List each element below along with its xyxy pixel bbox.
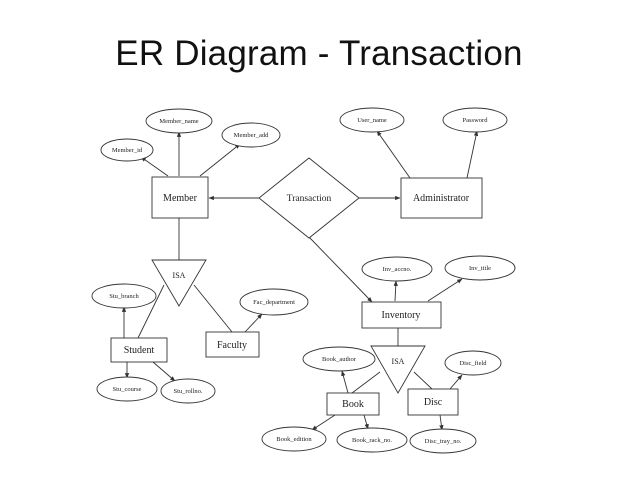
relationship-label: Transaction [287, 194, 332, 204]
isa-triangle [151, 259, 207, 307]
attribute-label: Password [463, 117, 489, 124]
attribute-ellipse [409, 428, 477, 454]
attribute-ellipse [160, 378, 216, 404]
attr-member-name: Member_name [145, 108, 213, 134]
isa-label: ISA [173, 271, 186, 280]
attribute-label: Book_edition [276, 436, 312, 443]
entity-label: Student [124, 345, 155, 356]
attribute-ellipse [145, 108, 213, 134]
attribute-ellipse [239, 288, 309, 316]
attr-book-author: Book_author [302, 346, 376, 372]
relationship-diamond [258, 157, 360, 239]
entity-inventory: Inventory [361, 301, 442, 329]
attribute-label: Member_name [159, 118, 198, 125]
edge-inventory-inv-title [427, 278, 463, 302]
attribute-ellipse [261, 426, 327, 452]
entity-label: Disc [424, 397, 443, 408]
entity-faculty: Faculty [205, 331, 260, 358]
attribute-ellipse [361, 256, 433, 282]
slide-title: ER Diagram - Transaction [115, 34, 523, 73]
entity-box [361, 301, 442, 329]
entity-label: Book [342, 399, 364, 410]
entity-disc: Disc [407, 388, 459, 416]
attribute-ellipse [91, 283, 157, 309]
attribute-label: Stu_branch [109, 293, 139, 300]
edge-disc-disc-tray-no [439, 414, 444, 431]
isa-label: ISA [392, 357, 405, 366]
attribute-ellipse [100, 138, 154, 162]
entity-box [110, 337, 168, 363]
isa-member: ISA [151, 259, 207, 307]
edge-isa-book [351, 371, 381, 394]
attribute-ellipse [221, 122, 281, 148]
attribute-label: User_name [357, 117, 387, 124]
attribute-label: Member_add [234, 132, 269, 139]
edge-admin-password [466, 130, 479, 179]
attr-book-edition: Book_edition [261, 426, 327, 452]
attr-inv-title: Inv_title [444, 255, 516, 281]
entity-box [205, 331, 260, 358]
edge-isa-faculty [193, 284, 233, 333]
edge-book-book-author [341, 370, 349, 394]
entity-student: Student [110, 337, 168, 363]
attr-stu-branch: Stu_branch [91, 283, 157, 309]
edge-transaction-inventory [308, 236, 373, 303]
attribute-ellipse [444, 255, 516, 281]
edge-book-book-edition [311, 414, 336, 431]
attribute-label: Stu_course [113, 386, 142, 393]
attr-password: Password [442, 107, 508, 133]
attr-disc-field: Disc_field [444, 350, 502, 376]
edge-book-book-rack-no [363, 414, 369, 430]
entity-label: Inventory [382, 310, 421, 321]
attr-inv-accno: Inv_accno. [361, 256, 433, 282]
entity-box [407, 388, 459, 416]
isa-triangle [370, 345, 426, 394]
attr-member-id: Member_id [100, 138, 154, 162]
attr-stu-rollno: Stu_rollno. [160, 378, 216, 404]
attr-user-name: User_name [339, 107, 405, 133]
entity-label: Faculty [217, 340, 247, 351]
attribute-label: Disc_tray_no. [425, 438, 462, 445]
attr-member-add: Member_add [221, 122, 281, 148]
attribute-label: Book_rack_no. [352, 437, 392, 444]
edge-member-member-add [199, 143, 241, 177]
entity-box [400, 177, 483, 219]
attribute-label: Stu_rollno. [173, 388, 202, 395]
edge-member-member-id [140, 156, 169, 177]
connectors [121, 130, 479, 431]
attribute-label: Member_id [112, 147, 143, 154]
attribute-ellipse [444, 350, 502, 376]
attribute-label: Inv_accno. [383, 266, 412, 273]
attribute-ellipse [336, 427, 408, 453]
entity-label: Member [163, 193, 198, 204]
edge-faculty-fac-department [244, 313, 263, 333]
attr-fac-department: Fac_department [239, 288, 309, 316]
entity-member: Member [151, 176, 209, 219]
edge-disc-disc-field [449, 374, 463, 390]
entity-box [326, 392, 380, 416]
entity-administrator: Administrator [400, 177, 483, 219]
attribute-label: Inv_title [469, 265, 491, 272]
attr-stu-course: Stu_course [96, 376, 158, 402]
edge-inventory-inv-accno [393, 280, 398, 302]
attr-disc-tray-no: Disc_tray_no. [409, 428, 477, 454]
attribute-ellipse [96, 376, 158, 402]
attr-book-rack-no: Book_rack_no. [336, 427, 408, 453]
entity-label: Administrator [413, 193, 470, 204]
attribute-ellipse [339, 107, 405, 133]
attribute-label: Disc_field [459, 360, 487, 367]
entity-box [151, 176, 209, 219]
edge-student-stu-rollno [152, 361, 176, 382]
isa-inventory: ISA [370, 345, 426, 394]
attribute-ellipse [442, 107, 508, 133]
edge-admin-user-name [376, 130, 411, 179]
entity-book: Book [326, 392, 380, 416]
edge-isa-disc [413, 371, 433, 390]
attribute-label: Fac_department [253, 299, 295, 306]
edge-isa-student [137, 284, 165, 339]
attribute-ellipse [302, 346, 376, 372]
attribute-label: Book_author [322, 356, 357, 363]
relationship-transaction: Transaction [258, 157, 360, 239]
